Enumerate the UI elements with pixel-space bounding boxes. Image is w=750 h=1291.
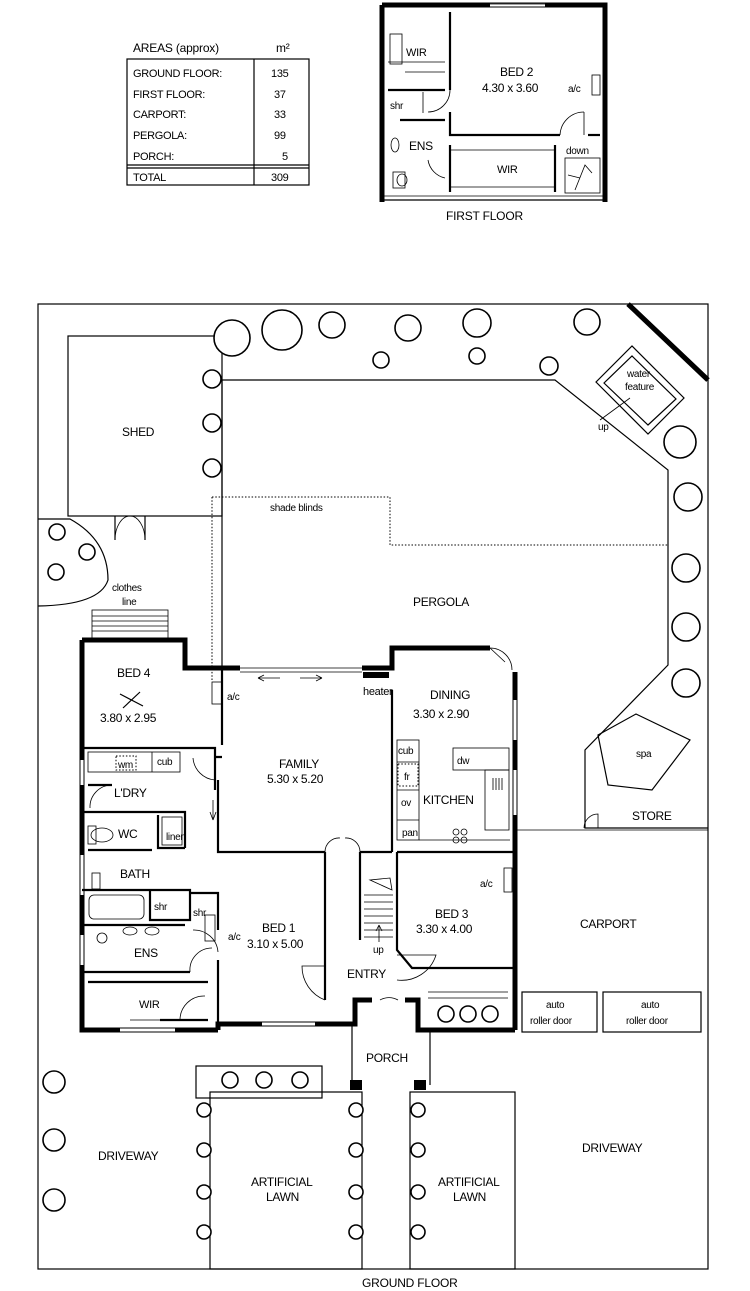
gf-up-stairs-label: up <box>373 945 384 956</box>
gf-heater-label: heater <box>363 686 393 698</box>
gf-linen-label: linen <box>166 832 186 843</box>
gf-shade-blinds-label: shade blinds <box>270 503 323 514</box>
ff-down-label: down <box>566 146 589 157</box>
area-row-value: 99 <box>274 130 286 142</box>
gf-ldry-label: L'DRY <box>114 786 147 800</box>
area-total-value: 309 <box>271 172 289 184</box>
gf-kitchen-label: KITCHEN <box>423 793 474 807</box>
gf-store-label: STORE <box>632 809 672 823</box>
area-row-label: FIRST FLOOR: <box>133 89 205 101</box>
gf-driveway-left-label: DRIVEWAY <box>98 1149 159 1163</box>
gf-carport-label: CARPORT <box>580 917 637 931</box>
ground-floor-plan: SHED water feature up shade blinds PERGO… <box>37 302 710 1290</box>
gf-wm-label: wm <box>117 760 133 771</box>
gf-bed3-name: BED 3 <box>435 907 469 921</box>
area-row-label: PORCH: <box>133 151 174 163</box>
gf-bed1-size: 3.10 x 5.00 <box>247 937 304 951</box>
area-row-value: 37 <box>274 89 286 101</box>
gf-steps-bed4 <box>91 609 169 639</box>
ff-bed2-size: 4.30 x 3.60 <box>482 81 539 95</box>
gf-dining-size: 3.30 x 2.90 <box>413 707 470 721</box>
gf-bed4-name: BED 4 <box>117 666 151 680</box>
gf-pergola-label: PERGOLA <box>413 595 469 609</box>
gf-driveway-right-label: DRIVEWAY <box>582 1141 643 1155</box>
gf-lawn-left-label-1: ARTIFICIAL <box>251 1175 313 1189</box>
gf-dw-label: dw <box>457 756 470 767</box>
gf-ov-label: ov <box>401 798 411 809</box>
gf-lawn-right-label-1: ARTIFICIAL <box>438 1175 500 1189</box>
gf-wc-label: WC <box>118 827 138 841</box>
gf-family-size: 5.30 x 5.20 <box>267 772 324 786</box>
ff-wir-top-label: WIR <box>406 47 427 59</box>
gf-dining-name: DINING <box>430 688 470 702</box>
gf-shed-label: SHED <box>122 425 155 439</box>
area-row-label: CARPORT: <box>133 109 186 121</box>
gf-shr-ens-label: shr <box>193 908 207 919</box>
gf-bed4-size: 3.80 x 2.95 <box>100 711 157 725</box>
gf-roller-2-label-b: roller door <box>626 1016 669 1027</box>
gf-cub-kitchen-label: cub <box>398 746 414 757</box>
ff-ac-label: a/c <box>568 84 581 95</box>
area-total-label: TOTAL <box>133 172 166 184</box>
gf-spa-label: spa <box>636 749 652 760</box>
gf-water-label-2: feature <box>625 382 655 393</box>
gf-roller-1-label-a: auto <box>546 1000 565 1011</box>
gf-roller-1-label-b: roller door <box>530 1016 573 1027</box>
gf-wir-label: WIR <box>139 999 160 1011</box>
gf-trees <box>42 308 703 1240</box>
ff-title: FIRST FLOOR <box>446 209 523 223</box>
ff-shr-label: shr <box>390 101 404 112</box>
gf-ac-bed1-label: a/c <box>228 932 241 943</box>
area-row-label: PERGOLA: <box>133 130 187 142</box>
gf-ac-family-label: a/c <box>227 692 240 703</box>
gf-lawn-right-label-2: LAWN <box>453 1190 486 1204</box>
area-row-value: 33 <box>274 109 286 121</box>
gf-roller-2-label-a: auto <box>641 1000 660 1011</box>
gf-clothes-label-2: line <box>122 597 137 608</box>
gf-bed1-name: BED 1 <box>262 921 296 935</box>
gf-lawn-left-label-2: LAWN <box>266 1190 299 1204</box>
gf-up-water-label: up <box>598 422 609 433</box>
gf-clothes-label-1: clothes <box>112 583 142 594</box>
gf-ens-label: ENS <box>134 946 158 960</box>
areas-table: AREAS (approx) m² GROUND FLOOR: 135 FIRS… <box>126 41 310 186</box>
gf-cub-laundry-label: cub <box>157 757 173 768</box>
gf-bed3-size: 3.30 x 4.00 <box>416 922 473 936</box>
gf-fr-label: fr <box>404 772 410 783</box>
first-floor-plan: WIR BED 2 4.30 x 3.60 a/c shr ENS WIR do… <box>379 2 608 223</box>
area-row-value: 135 <box>271 68 289 80</box>
ff-bed2-name: BED 2 <box>500 65 534 79</box>
ff-wir-bottom-label: WIR <box>497 164 518 176</box>
gf-stairs <box>364 877 393 942</box>
gf-ac-bed3-label: a/c <box>480 879 493 890</box>
gf-porch-label: PORCH <box>366 1051 408 1065</box>
gf-entry-label: ENTRY <box>347 967 386 981</box>
gf-bath-label: BATH <box>120 867 150 881</box>
gf-pan-label: pan <box>402 828 418 839</box>
gf-shr-bath-label: shr <box>154 902 168 913</box>
area-row-value: 5 <box>282 151 288 163</box>
ff-ens-label: ENS <box>409 139 433 153</box>
gf-family-name: FAMILY <box>279 757 319 771</box>
areas-header: AREAS (approx) <box>133 41 219 55</box>
gf-water-label-1: water <box>626 369 651 380</box>
area-row-label: GROUND FLOOR: <box>133 68 222 80</box>
gf-title: GROUND FLOOR <box>362 1276 458 1290</box>
areas-unit: m² <box>276 41 290 55</box>
